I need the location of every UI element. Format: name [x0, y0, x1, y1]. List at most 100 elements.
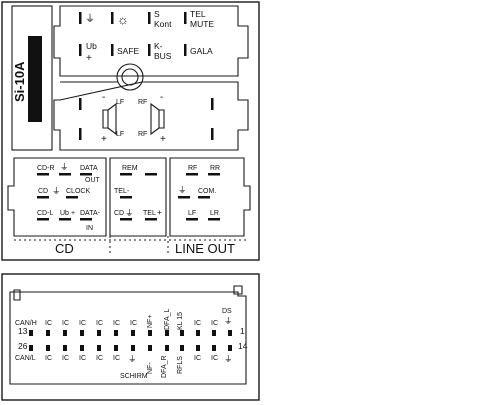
bpin-t3 [63, 330, 67, 336]
pin-1-label: 1 [240, 326, 245, 336]
bpin-b4 [80, 345, 84, 351]
bpin-t1 [29, 330, 33, 336]
line-block-outline [169, 157, 251, 237]
pin-gala [184, 44, 187, 56]
ic-b1: IC [45, 355, 52, 362]
ic-3: IC [79, 320, 86, 327]
k-label: K- [154, 41, 163, 51]
ub-plus: + [86, 53, 92, 64]
ic-6: IC [130, 320, 137, 327]
bpin-t7 [131, 330, 135, 336]
mute-label: MUTE [190, 19, 214, 29]
cd-ub-label: Ub [60, 210, 69, 217]
rem-label: REM [122, 165, 138, 172]
rfls-label: RFLS [177, 356, 184, 374]
keyhole-inner [121, 68, 139, 86]
rf-label: RF [188, 165, 197, 172]
bpin-b3 [63, 345, 67, 351]
ic-5: IC [113, 320, 120, 327]
in-label: IN [86, 225, 93, 232]
pin-cd-ub [59, 218, 71, 221]
kont-label: Kont [154, 19, 172, 29]
out-label: OUT [85, 177, 101, 184]
bottom-pins-bottom [29, 345, 232, 351]
nf-plus-label: NF+ [147, 315, 154, 328]
cd-ub-plus: + [71, 210, 75, 217]
bottom-pins-top [29, 330, 232, 336]
side-label-box [11, 5, 53, 151]
ic-b3: IC [79, 355, 86, 362]
pin-14-label: 14 [238, 341, 248, 351]
pin-lf [186, 218, 198, 221]
bpin-b10 [180, 345, 184, 351]
pin-s-kont [148, 12, 151, 24]
dfa-r-label: DFA_R [161, 355, 168, 378]
bpin-b6 [114, 345, 118, 351]
pin-gnd-1 [59, 173, 71, 176]
cd-gnd-top: ⏚ [60, 162, 69, 172]
safe-label: SAFE [117, 46, 140, 56]
side-black-bar [28, 36, 42, 122]
rr-label: RR [210, 165, 220, 172]
bpin-t9 [165, 330, 169, 336]
right-speaker-icon [150, 102, 165, 136]
pin-spk-3 [211, 98, 214, 110]
antenna-gnd-symbol: ⏚ [224, 354, 233, 364]
top-connector-frame [1, 1, 260, 261]
pin-data-out [80, 173, 92, 176]
cdr-label: CD-R [37, 165, 55, 172]
bottom-connector-frame [1, 273, 260, 401]
pin-tel-plus [145, 218, 157, 221]
bpin-t2 [46, 330, 50, 336]
s-label: S [154, 9, 160, 19]
ground-symbol-top: ⏚ [85, 13, 95, 25]
cd-block-outline [7, 157, 107, 237]
pin-cd-gnd [37, 196, 49, 199]
bpin-t12 [212, 330, 216, 336]
pin-spk-4 [211, 128, 214, 140]
bpin-b2 [46, 345, 50, 351]
side-label: Si-10A [12, 61, 27, 102]
gala-label: GALA [190, 46, 213, 56]
pin-rem [120, 173, 132, 176]
bpin-b1 [29, 345, 33, 351]
tel-plus-sign: + [157, 207, 162, 217]
bpin-t6 [114, 330, 118, 336]
tel-plus-label: TEL [143, 210, 156, 217]
pin-26-label: 26 [18, 341, 28, 351]
pin-safe [111, 44, 114, 56]
speaker-block-outline [53, 81, 249, 151]
bpin-b11 [196, 345, 200, 351]
bpin-t5 [97, 330, 101, 336]
mid-cd-gnd-symbol: ⏚ [125, 208, 134, 218]
bpin-t11 [196, 330, 200, 336]
cd-gnd-symbol: ⏚ [52, 186, 61, 196]
ic-b5: IC [113, 355, 120, 362]
pin-spk-2 [79, 128, 82, 140]
spk-lf-plus: + [101, 134, 107, 145]
ic-7: IC [194, 320, 201, 327]
can-h-label: CAN/H [15, 320, 37, 327]
power-block-outline [53, 5, 249, 77]
nf-minus-label: NF- [147, 362, 154, 374]
bottom-labels-top: CAN/H 13 IC IC IC IC IC IC NF+ DFA_L KL … [15, 308, 245, 336]
pin-spk-1 [79, 98, 82, 110]
bpin-b13 [228, 345, 232, 351]
bottom-labels-bottom: 26 CAN/L IC IC IC IC IC ⏚ SCHIRM NF- DFA… [15, 341, 248, 380]
ic-1: IC [45, 320, 52, 327]
lf-label: LF [188, 210, 196, 217]
pin-line-gnd [178, 196, 190, 199]
cd-title: CD [55, 241, 74, 256]
ic-2: IC [62, 320, 69, 327]
bus-label: BUS [154, 51, 172, 61]
data-out-label: DATA [80, 165, 98, 172]
spk-lf-minus: - [102, 92, 105, 103]
pin-ub [79, 44, 82, 56]
tel-label: TEL [190, 9, 206, 19]
bpin-b8 [148, 345, 152, 351]
left-speaker-icon [102, 102, 117, 136]
keyhole-outer [116, 63, 144, 91]
clock-label: CLOCK [66, 188, 90, 195]
bpin-b9 [165, 345, 169, 351]
